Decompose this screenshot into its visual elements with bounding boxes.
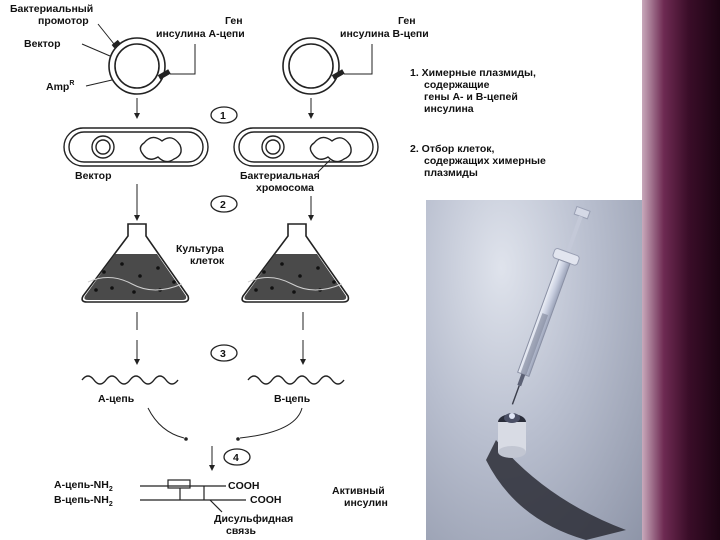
label-b-chain: В-цепь [274, 393, 311, 405]
svg-text:1: 1 [220, 110, 226, 122]
note-1-line-4: инсулина [424, 103, 474, 115]
vector-plasmid-a [108, 37, 166, 95]
b-chain-wave [247, 375, 345, 385]
gene-a-segment [157, 69, 171, 80]
step-1-marker: 1 [210, 106, 238, 124]
label-disulfide-1: Дисульфидная [214, 513, 293, 525]
label-gene-a-2: инсулина А-цепи [156, 28, 245, 40]
label-active-insulin-1: Активный [332, 485, 385, 497]
label-cooh-2: COOH [250, 494, 282, 506]
step-3-marker: 3 [210, 344, 238, 362]
label-disulfide-2: связь [226, 525, 257, 537]
label-gene-b-2: инсулина В-цепи [340, 28, 429, 40]
label-active-insulin-2: инсулин [344, 497, 388, 509]
note-1-line-1: 1. Химерные плазмиды, [410, 67, 536, 79]
culture-flask-b [241, 223, 350, 303]
note-1-line-2: содержащие [424, 79, 490, 91]
label-a-chain-nh2: А-цепь-NH2 [54, 479, 113, 493]
bacterial-cell-vector [63, 127, 209, 167]
label-culture-2: клеток [190, 255, 225, 267]
label-b-chain-nh2: В-цепь-NH2 [54, 494, 113, 508]
label-vector-top: Вектор [24, 38, 61, 50]
svg-text:2: 2 [220, 199, 226, 211]
label-bacterial-promoter-2: промотор [38, 15, 89, 27]
label-culture-1: Культура [176, 243, 224, 255]
label-bact-chromosome-1: Бактериальная [240, 170, 320, 182]
note-2-line-3: плазмиды [424, 167, 478, 179]
step-4-marker: 4 [223, 448, 251, 466]
a-chain-wave [81, 375, 179, 385]
vector-plasmid-b [282, 37, 340, 95]
decorative-gradient-bar [642, 0, 720, 540]
label-amp: AmpR [46, 80, 74, 93]
svg-text:4: 4 [233, 452, 239, 464]
note-2-line-1: 2. Отбор клеток, [410, 143, 495, 155]
label-bacterial-promoter-1: Бактериальный [10, 3, 93, 15]
label-gene-b-1: Ген [398, 15, 416, 27]
bacterial-cell-chromosome [233, 127, 379, 167]
label-gene-a-1: Ген [225, 15, 243, 27]
label-vector-cell: Вектор [75, 170, 112, 182]
culture-flask-a [81, 223, 190, 303]
step-2-marker: 2 [210, 195, 238, 213]
arrows-row-3 [136, 312, 304, 362]
gene-b-segment [331, 69, 345, 80]
promoter-segment [111, 39, 121, 49]
note-2-line-2: содержащих химерные [424, 155, 546, 167]
label-bact-chromosome-2: хромосома [256, 182, 314, 194]
label-a-chain: А-цепь [98, 393, 135, 405]
syringe-photo [426, 200, 642, 540]
insulin-molecule [140, 479, 246, 513]
arrows-row-2 [136, 184, 312, 218]
note-1-line-3: гены А- и В-цепей [424, 91, 518, 103]
svg-text:3: 3 [220, 348, 226, 360]
label-cooh-1: COOH [228, 480, 260, 492]
